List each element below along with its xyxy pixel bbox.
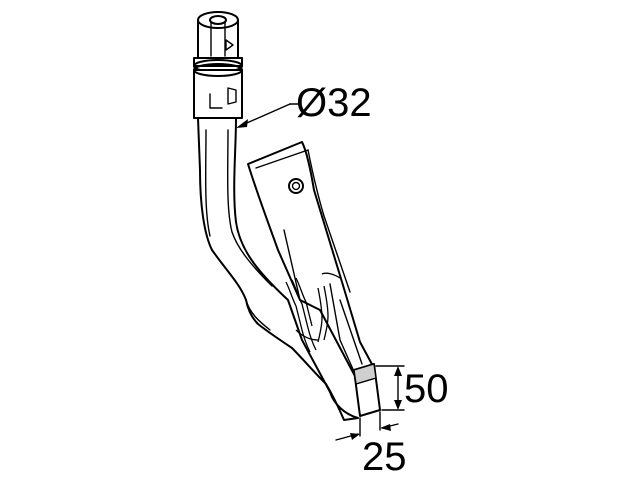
height-label: 50 [404, 367, 449, 411]
diameter-label: Ø32 [296, 81, 372, 125]
blade-tip [353, 363, 381, 417]
tine-blade [247, 141, 375, 379]
width-label: 25 [362, 435, 407, 479]
weld-seams [285, 272, 341, 353]
width-dimension: 25 [335, 411, 407, 479]
shaft-body [197, 117, 359, 421]
height-dimension: 50 [375, 365, 449, 411]
diameter-dimension: Ø32 [236, 81, 372, 128]
shaft-top-fitting [193, 11, 243, 119]
